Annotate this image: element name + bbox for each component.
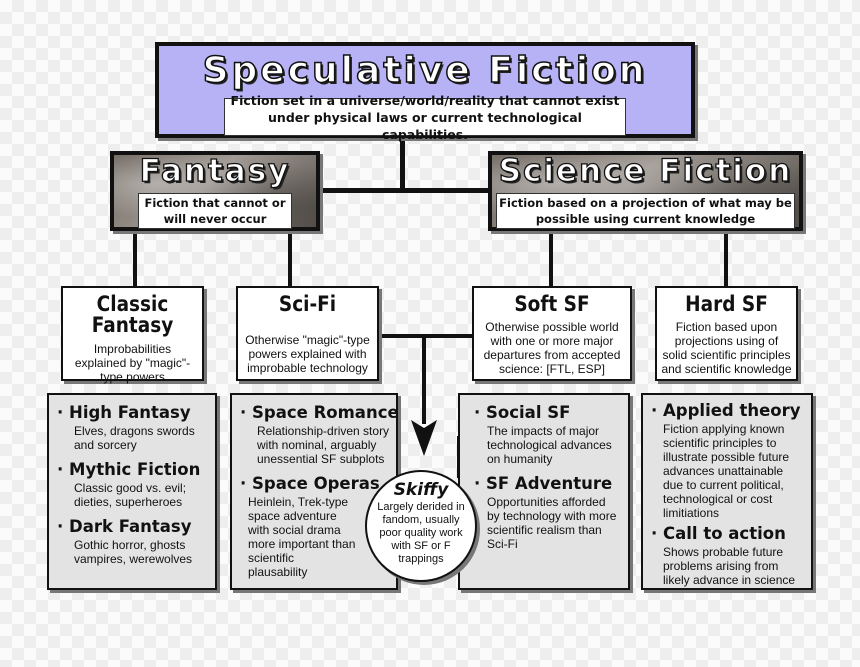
- list-item-title: · Social SF: [474, 403, 571, 422]
- arrow-down-icon: [411, 420, 437, 456]
- connector-fantasy-scifi: [318, 188, 490, 193]
- connector-scifi-soft: [378, 334, 474, 338]
- list-item-description: The impacts of major technological advan…: [487, 424, 612, 466]
- soft-sf-box: Soft SF Otherwise possible world with on…: [472, 286, 632, 381]
- science-fiction-title: Science Fiction: [498, 152, 793, 189]
- list-item-description: Opportunities afforded by technology wit…: [487, 495, 617, 551]
- list-item-description: Gothic horror, ghosts vampires, werewolv…: [74, 538, 193, 566]
- list-item-description: Fiction applying known scientific princi…: [663, 422, 790, 520]
- soft-sf-description: Otherwise possible world with one or mor…: [483, 320, 621, 376]
- fantasy-box: Fantasy Fiction that cannot or will neve…: [110, 151, 320, 231]
- speculative-fiction-description: Fiction set in a universe/world/reality …: [224, 93, 626, 142]
- hard-sf-description: Fiction based upon projections using of …: [661, 320, 792, 376]
- soft-sf-list: · Social SF The impacts of major technol…: [458, 393, 630, 590]
- connector-sf-hard: [724, 231, 728, 288]
- skiffy-title: Skiffy: [393, 480, 449, 500]
- connector-arrow-stem: [422, 336, 426, 424]
- connector-top-down: [400, 138, 405, 192]
- list-item-title: · Mythic Fiction: [57, 460, 201, 479]
- fantasy-description: Fiction that cannot or will never occur: [138, 193, 292, 229]
- list-item-title: · Applied theory: [651, 401, 801, 420]
- list-item-title: · SF Adventure: [474, 474, 613, 493]
- connector-sf-soft: [549, 231, 553, 288]
- classic-fantasy-description: Improbabilities explained by "magic"-typ…: [74, 342, 191, 384]
- speculative-fiction-box: Speculative Fiction Fiction set in a uni…: [155, 42, 695, 142]
- list-item-title: · Space Operas: [240, 474, 380, 493]
- sci-fi-list: · Space Romance Relationship-driven stor…: [230, 393, 399, 590]
- list-item-title: · High Fantasy: [57, 403, 191, 422]
- list-item-description: Classic good vs. evil; dieties, superher…: [74, 481, 187, 509]
- hard-sf-list: · Applied theory Fiction applying known …: [641, 393, 813, 590]
- fantasy-title: Fantasy: [139, 152, 291, 189]
- list-item-description: Elves, dragons swords and sorcery: [74, 424, 195, 452]
- skiffy-description: Largely derided in fandom, usually poor …: [377, 501, 465, 565]
- science-fiction-description: Fiction based on a projection of what ma…: [496, 193, 795, 229]
- sci-fi-description: Otherwise "magic"-type powers explained …: [245, 333, 370, 375]
- list-item-description: Shows probable future problems arising f…: [663, 545, 796, 587]
- classic-fantasy-box: Classic Fantasy Improbabilities explaine…: [61, 286, 204, 384]
- soft-sf-title: Soft SF: [514, 292, 590, 316]
- list-item-title: · Dark Fantasy: [57, 517, 192, 536]
- list-item-description: Relationship-driven story with nominal, …: [257, 424, 390, 466]
- classic-fantasy-title: Classic Fantasy: [91, 292, 174, 337]
- list-item-description: Heinlein, Trek-type space adventure with…: [248, 495, 356, 579]
- hard-sf-box: Hard SF Fiction based upon projections u…: [655, 286, 798, 381]
- sci-fi-box: Sci-Fi Otherwise "magic"-type powers exp…: [236, 286, 379, 381]
- sci-fi-title: Sci-Fi: [278, 292, 337, 316]
- list-item-title: · Call to action: [651, 524, 786, 543]
- science-fiction-box: Science Fiction Fiction based on a proje…: [488, 151, 803, 231]
- hard-sf-title: Hard SF: [685, 292, 768, 316]
- skiffy-circle: Skiffy Largely derided in fandom, usuall…: [365, 470, 477, 582]
- connector-fantasy-classic: [133, 231, 137, 288]
- connector-fantasy-scifi-sub: [288, 231, 292, 288]
- list-item-title: · Space Romance: [240, 403, 399, 422]
- classic-fantasy-list: · High Fantasy Elves, dragons swords and…: [47, 393, 217, 590]
- page-title: Speculative Fiction: [202, 49, 648, 92]
